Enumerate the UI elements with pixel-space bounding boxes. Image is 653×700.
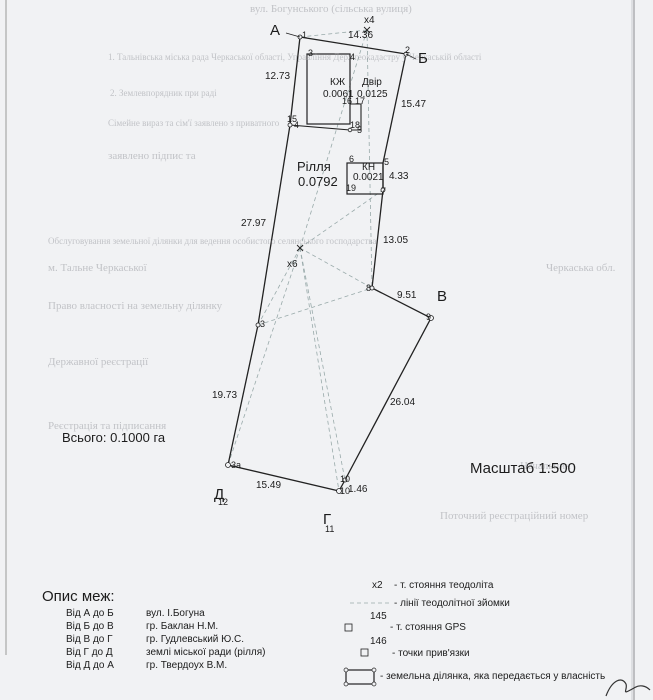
legend-desc: землі міської ради (рілля) <box>146 647 266 658</box>
legend-range: Від В до Г <box>66 634 113 645</box>
point-7: 7 <box>381 186 387 196</box>
length-7-8: 13.05 <box>383 235 409 246</box>
corner-g: Г <box>323 511 332 528</box>
point-3a: 3a <box>231 460 242 470</box>
key-x2-symbol: x2 <box>372 580 383 591</box>
bleed-text-12: Поточний реєстраційний номер <box>440 510 589 522</box>
length-inner: 12.73 <box>265 71 291 82</box>
bleed-text-1: вул. Богунського (сільська вулиця) <box>250 3 412 15</box>
key-parcel-text: - земельна ділянка, яка передається у вл… <box>380 671 606 682</box>
point-16: 16 <box>342 96 353 106</box>
point-markers <box>225 34 434 494</box>
point-19: 19 <box>346 183 357 193</box>
parcel-kzh-label: КЖ <box>330 77 346 88</box>
key-lines-text: - лінії теодолітної зйомки <box>394 598 510 609</box>
legend-row-d-a: Від Д до А гр. Твердоух В.М. <box>66 660 227 671</box>
point-0: 10 <box>340 474 351 484</box>
parcel-rillia-label: Рілля <box>297 159 331 174</box>
bleed-text-11: Реєстрація та підписання <box>48 420 167 432</box>
length-g-10: 1.46 <box>348 484 368 495</box>
bleed-text-7: м. Тальне Черкаської <box>48 262 147 274</box>
legend-row-a-b: Від А до Б вул. І.Богуна <box>66 608 205 619</box>
bleed-text-2: 1. Тальнівська міська рада Черкаської об… <box>108 52 482 62</box>
legend-range: Від Г до Д <box>66 647 113 658</box>
parcel-kn-label: КН <box>362 162 376 173</box>
corner-b: Б <box>418 50 428 67</box>
yard-boundary <box>350 103 362 131</box>
bleed-text-5: заявлено підпис та <box>108 150 196 162</box>
point-11: 11 <box>325 524 335 534</box>
key-ref-text: - точки прив'язки <box>392 648 470 659</box>
point-1: 1 <box>302 30 308 40</box>
point-5a: 5 <box>357 125 363 135</box>
point-18: 18 <box>350 120 361 130</box>
bleed-text-10: Державної реєстрації <box>48 356 149 368</box>
signature-mark <box>605 679 651 697</box>
parcel-kzh-area: 0.0061 <box>323 89 354 100</box>
length-b-5: 15.47 <box>401 99 427 110</box>
point-8: 8 <box>366 283 372 293</box>
station-crosses <box>296 26 371 252</box>
point-5: 5 <box>384 157 390 167</box>
length-5-7: 4.33 <box>389 171 409 182</box>
building-kn <box>346 162 384 195</box>
bleed-text-4: Сімейне вираз та сім'ї заявлено з приват… <box>108 118 280 128</box>
legend-range: Від А до Б <box>66 608 114 619</box>
corner-v: В <box>437 288 448 305</box>
key-x2-text: - т. стояння теодоліта <box>394 580 494 591</box>
map-scale: Масштаб 1:500 <box>470 460 576 477</box>
bleed-text-13: Начальник <box>520 460 571 472</box>
bleed-text-9: Право власності на земельну ділянку <box>48 300 223 312</box>
length-8-v: 9.51 <box>397 290 417 301</box>
point-4: 4 <box>294 120 300 130</box>
station-x6-label: x6 <box>287 259 298 270</box>
legend-row-g-d: Від Г до Д землі міської ради (рілля) <box>66 647 266 658</box>
length-a-b: 14.36 <box>348 30 374 41</box>
legend-range: Від Б до В <box>66 621 114 632</box>
parcel-rillia-area: 0.0792 <box>298 174 338 189</box>
bleed-text-8: Черкаська обл. <box>546 262 616 274</box>
point-17: 17 <box>355 96 366 106</box>
point-3: 3 <box>308 48 314 58</box>
legend-desc: вул. І.Богуна <box>146 608 205 619</box>
bleed-text-6: Обслуговування земельної ділянки для вед… <box>48 236 377 246</box>
parcel-dvir-label: Двір <box>362 77 382 88</box>
point-10: 10 <box>340 486 351 496</box>
station-x4-label: x4 <box>364 15 375 26</box>
legend-row-v-g: Від В до Г гр. Гудлевський Ю.С. <box>66 634 244 645</box>
length-3-a: 27.97 <box>241 218 267 229</box>
parcel-dvir-area: 0.0125 <box>357 89 388 100</box>
length-d-3: 19.73 <box>212 390 238 401</box>
legend-desc: гр. Твердоух В.М. <box>146 660 228 671</box>
legend-title: Опис меж: <box>42 588 115 605</box>
legend-row-b-v: Від Б до В гр. Баклан Н.М. <box>66 621 218 632</box>
key-gps-text: - т. стояння GPS <box>390 622 466 633</box>
point-4-top: 4 <box>350 52 356 62</box>
key-gps-number: 145 <box>370 611 387 622</box>
point-12: 12 <box>218 497 229 507</box>
length-v-g: 26.04 <box>390 397 416 408</box>
total-area: Всього: 0.1000 га <box>62 430 166 445</box>
point-15: 15 <box>287 114 298 124</box>
legend-desc: гр. Гудлевський Ю.С. <box>146 634 245 645</box>
length-g-d: 15.49 <box>256 480 282 491</box>
point-9: 9 <box>426 312 432 322</box>
key-ref-number: 146 <box>370 636 387 647</box>
bleed-text-3: 2. Землевпорядник при раді <box>110 88 217 98</box>
legend-range: Від Д до А <box>66 660 114 671</box>
parcel-boundary <box>227 36 432 492</box>
point-3b: 3 <box>260 319 266 329</box>
corner-d: Д <box>214 486 225 503</box>
point-6: 6 <box>349 154 355 164</box>
point-2: 2 <box>405 45 411 55</box>
parcel-kn-area: 0.0021 <box>353 172 384 183</box>
legend-desc: гр. Баклан Н.М. <box>146 621 219 632</box>
building-kzh <box>306 53 351 125</box>
corner-a: А <box>270 22 281 39</box>
